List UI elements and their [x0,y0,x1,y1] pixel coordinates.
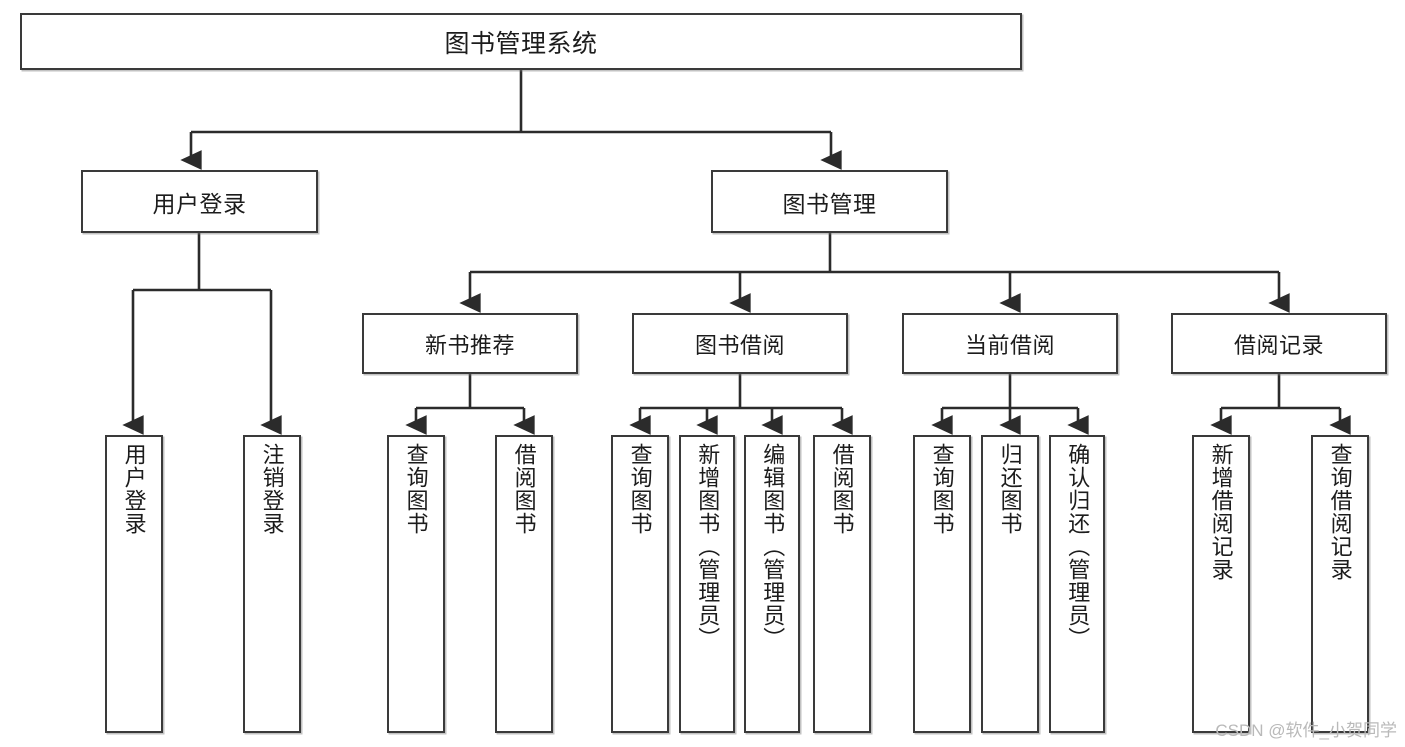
csdn-watermark: CSDN @软件_小贺同学 [1215,721,1397,740]
node-label: 用户登录 [121,443,147,535]
leaf-current-borrow-confirm-return-admin[interactable]: 确认归还（管理员） [1049,435,1105,733]
leaf-current-borrow-return-book[interactable]: 归还图书 [981,435,1039,733]
node-current-borrow[interactable]: 当前借阅 [902,313,1118,374]
node-book-management[interactable]: 图书管理 [711,170,948,233]
node-label: 借阅记录 [1233,332,1324,358]
node-label: 查询图书 [403,443,429,535]
node-label: 新书推荐 [424,332,515,358]
leaf-user-login-login[interactable]: 用户登录 [105,435,163,733]
leaf-new-book-borrow-book[interactable]: 借阅图书 [495,435,553,733]
node-user-login[interactable]: 用户登录 [81,170,318,233]
node-label: 借阅图书 [511,443,537,535]
node-label: 查询借阅记录 [1327,443,1353,581]
node-label: 图书借阅 [694,332,785,358]
leaf-current-borrow-query-book[interactable]: 查询图书 [913,435,971,733]
node-borrow-record[interactable]: 借阅记录 [1171,313,1387,374]
leaf-new-book-query-book[interactable]: 查询图书 [387,435,445,733]
node-label: 图书管理 [782,190,877,217]
leaf-book-borrow-add-book-admin[interactable]: 新增图书（管理员） [679,435,735,733]
leaf-user-login-logout[interactable]: 注销登录 [243,435,301,733]
leaf-book-borrow-query-book[interactable]: 查询图书 [611,435,669,733]
node-label: 用户登录 [152,190,247,217]
node-label: 借阅图书 [829,443,855,535]
leaf-book-borrow-edit-book-admin[interactable]: 编辑图书（管理员） [744,435,800,733]
node-label: 查询图书 [929,443,955,535]
node-label: 新增图书（管理员） [695,443,721,650]
node-label: 确认归还（管理员） [1065,443,1091,650]
node-label: 注销登录 [259,443,285,535]
node-label: 编辑图书（管理员） [760,443,786,650]
leaf-book-borrow-borrow-book[interactable]: 借阅图书 [813,435,871,733]
node-root-book-management-system[interactable]: 图书管理系统 [20,13,1022,70]
node-label: 查询图书 [627,443,653,535]
node-label: 新增借阅记录 [1208,443,1234,581]
node-label: 当前借阅 [964,332,1055,358]
leaf-borrow-record-query-record[interactable]: 查询借阅记录 [1311,435,1369,733]
node-new-book-recommend[interactable]: 新书推荐 [362,313,578,374]
leaf-borrow-record-add-record[interactable]: 新增借阅记录 [1192,435,1250,733]
node-label: 图书管理系统 [444,29,598,58]
node-label: 归还图书 [997,443,1023,535]
node-book-borrow[interactable]: 图书借阅 [632,313,848,374]
